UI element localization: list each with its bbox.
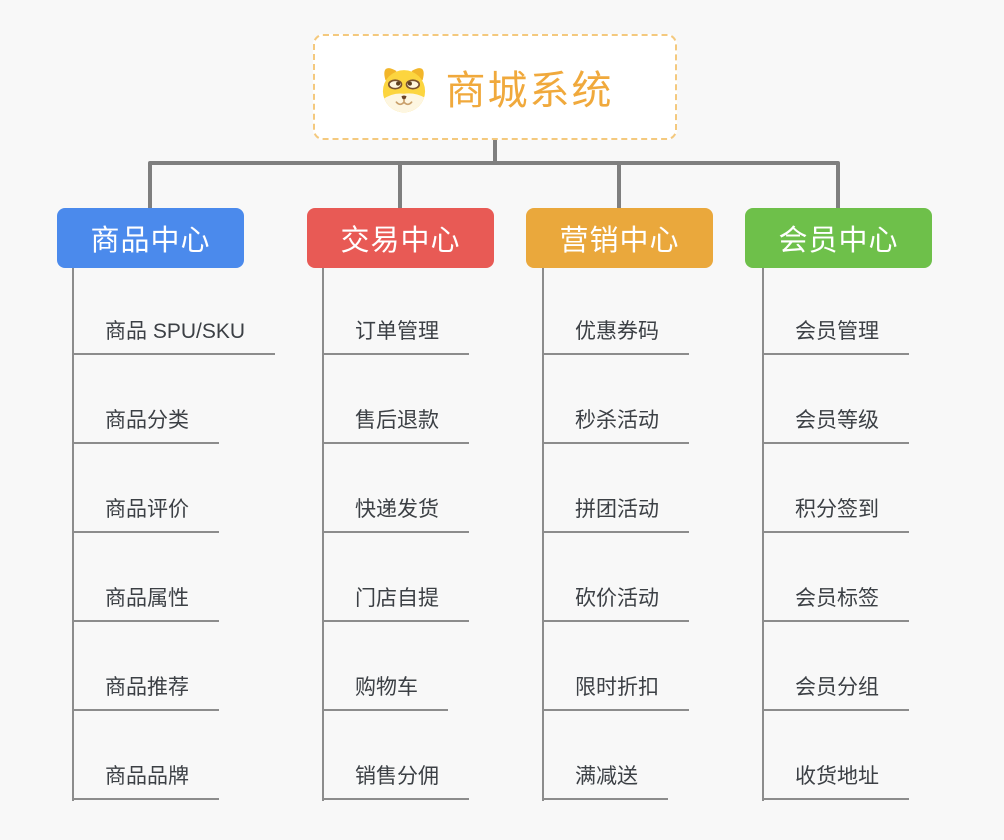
connector-drop-products: [148, 163, 152, 208]
topic-item[interactable]: 秒杀活动: [542, 355, 689, 444]
topic-item[interactable]: 订单管理: [322, 266, 469, 355]
topic-item[interactable]: 限时折扣: [542, 622, 689, 711]
topic-item[interactable]: 积分签到: [762, 444, 909, 533]
branch-items-marketing-center: 优惠券码 秒杀活动 拼团活动 砍价活动 限时折扣 满减送: [542, 266, 689, 800]
branch-items-member-center: 会员管理 会员等级 积分签到 会员标签 会员分组 收货地址: [762, 266, 909, 800]
topic-item[interactable]: 销售分佣: [322, 711, 469, 800]
topic-item-label: 购物车: [322, 676, 448, 711]
topic-item-label: 快递发货: [322, 498, 469, 533]
topic-item[interactable]: 拼团活动: [542, 444, 689, 533]
topic-item-label: 会员管理: [762, 320, 909, 355]
topic-item[interactable]: 商品属性: [72, 533, 275, 622]
branch-line-product-center: [72, 268, 74, 801]
topic-item-label: 秒杀活动: [542, 409, 689, 444]
branch-line-trade-center: [322, 268, 324, 801]
topic-item[interactable]: 售后退款: [322, 355, 469, 444]
connector-root-drop: [493, 139, 497, 163]
topic-item-label: 会员标签: [762, 587, 909, 622]
branch-header-member-center[interactable]: 会员中心: [745, 208, 932, 268]
branch-line-marketing-center: [542, 268, 544, 801]
topic-item[interactable]: 会员分组: [762, 622, 909, 711]
topic-item-label: 拼团活动: [542, 498, 689, 533]
topic-item-label: 订单管理: [322, 320, 469, 355]
topic-item-label: 优惠券码: [542, 320, 689, 355]
topic-item-label: 售后退款: [322, 409, 469, 444]
branch-items-product-center: 商品 SPU/SKU 商品分类 商品评价 商品属性 商品推荐 商品品牌: [72, 266, 276, 800]
topic-item-label: 积分签到: [762, 498, 909, 533]
topic-item[interactable]: 收货地址: [762, 711, 909, 800]
topic-item[interactable]: 砍价活动: [542, 533, 689, 622]
topic-item[interactable]: 商品 SPU/SKU: [72, 266, 276, 355]
topic-item-label: 会员等级: [762, 409, 909, 444]
topic-item-label: 商品属性: [72, 587, 219, 622]
topic-item-label: 门店自提: [322, 587, 469, 622]
topic-item[interactable]: 快递发货: [322, 444, 469, 533]
connector-drop-marketing: [617, 163, 621, 208]
topic-item-label: 商品分类: [72, 409, 219, 444]
root-node[interactable]: 商城系统: [313, 34, 677, 140]
topic-item[interactable]: 优惠券码: [542, 266, 689, 355]
topic-item-label: 限时折扣: [542, 676, 689, 711]
topic-item[interactable]: 会员标签: [762, 533, 909, 622]
topic-item-label: 收货地址: [762, 765, 909, 800]
topic-item[interactable]: 会员管理: [762, 266, 909, 355]
topic-item[interactable]: 购物车: [322, 622, 469, 711]
topic-item-label: 砍价活动: [542, 587, 689, 622]
topic-item-label: 商品评价: [72, 498, 219, 533]
topic-item[interactable]: 商品推荐: [72, 622, 275, 711]
topic-item-label: 商品推荐: [72, 676, 219, 711]
doge-icon: [377, 60, 431, 114]
topic-item[interactable]: 商品品牌: [72, 711, 275, 800]
topic-item[interactable]: 门店自提: [322, 533, 469, 622]
topic-item[interactable]: 会员等级: [762, 355, 909, 444]
connector-drop-members: [836, 163, 840, 208]
branch-header-product-center[interactable]: 商品中心: [57, 208, 244, 268]
topic-item-label: 满减送: [542, 765, 668, 800]
branch-items-trade-center: 订单管理 售后退款 快递发货 门店自提 购物车 销售分佣: [322, 266, 469, 800]
root-title: 商城系统: [445, 69, 614, 113]
branch-header-marketing-center[interactable]: 营销中心: [526, 208, 713, 268]
topic-item[interactable]: 满减送: [542, 711, 689, 800]
topic-item-label: 销售分佣: [322, 765, 469, 800]
topic-item-label: 商品 SPU/SKU: [72, 320, 276, 355]
connector-horizontal-line: [148, 161, 840, 165]
topic-item[interactable]: 商品分类: [72, 355, 275, 444]
topic-item-label: 会员分组: [762, 676, 909, 711]
connector-drop-trade: [398, 163, 402, 208]
topic-item[interactable]: 商品评价: [72, 444, 275, 533]
branch-line-member-center: [762, 268, 764, 801]
branch-header-trade-center[interactable]: 交易中心: [307, 208, 494, 268]
topic-item-label: 商品品牌: [72, 765, 219, 800]
